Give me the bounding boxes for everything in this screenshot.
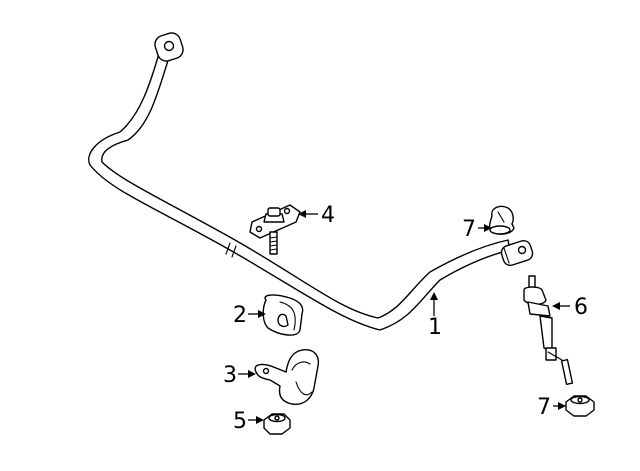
callout-6: 6 xyxy=(574,295,588,320)
callout-1: 1 xyxy=(428,315,442,340)
callout-7-bottom: 7 xyxy=(537,395,551,420)
callout-5: 5 xyxy=(233,409,247,434)
stabilizer-bar xyxy=(88,32,534,331)
callout-3: 3 xyxy=(223,363,237,388)
mounting-bracket-with-stud xyxy=(249,204,301,255)
stabilizer-link xyxy=(523,275,574,386)
stabilizer-bushing xyxy=(262,294,304,336)
callout-2: 2 xyxy=(233,303,247,328)
leader-lines xyxy=(238,210,570,424)
callout-4: 4 xyxy=(321,203,335,228)
callout-7-top: 7 xyxy=(462,217,476,242)
nut-cap xyxy=(489,205,515,235)
bushing-clamp xyxy=(254,349,320,405)
flange-nut xyxy=(263,413,291,435)
hex-nut xyxy=(565,395,595,417)
